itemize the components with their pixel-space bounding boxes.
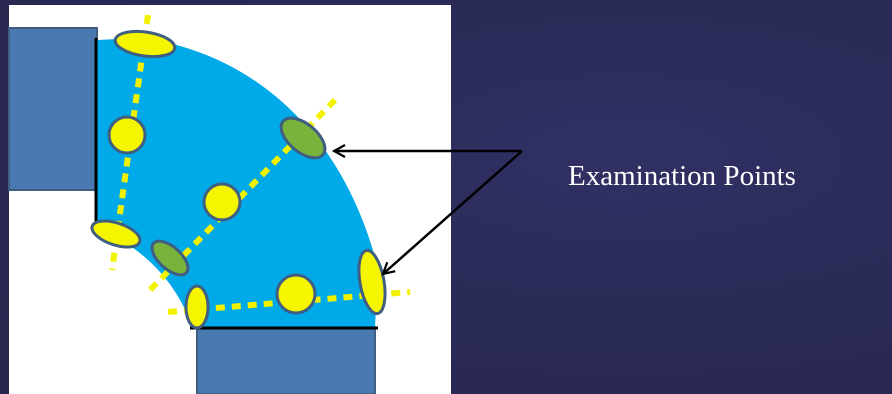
examination-points-label: Examination Points <box>568 160 796 192</box>
examination-point-outer-diagonal <box>279 116 327 160</box>
examination-point-inlet-top <box>113 29 177 59</box>
examination-point-center <box>202 182 242 222</box>
examination-point-outlet-right <box>357 248 387 316</box>
examination-point-inlet-middle <box>107 115 147 155</box>
examination-point-inlet-bottom <box>90 219 142 249</box>
examination-point-inner-diagonal <box>150 239 190 277</box>
examination-point-outlet-left <box>184 284 210 330</box>
outlet-pipe <box>196 326 376 394</box>
inspection-line-diagonal <box>147 97 338 293</box>
examination-point-outlet-middle <box>275 273 317 315</box>
inlet-pipe <box>8 27 98 191</box>
pointer-arrow-lower <box>383 150 523 274</box>
